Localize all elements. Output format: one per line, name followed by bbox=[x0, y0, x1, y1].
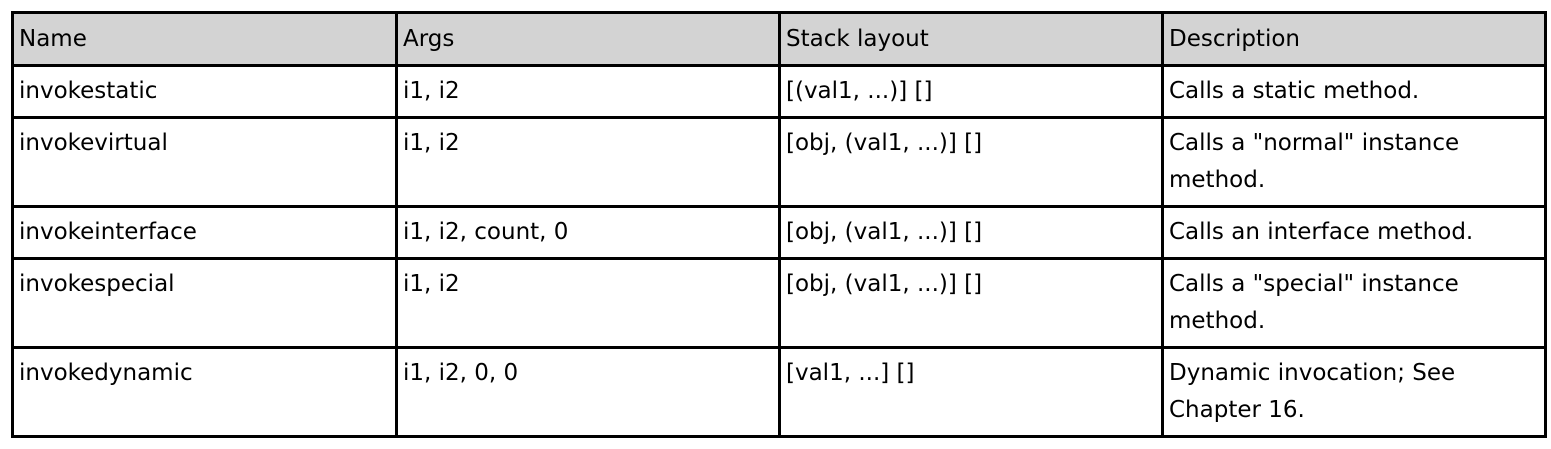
cell-stack-layout: [obj, (val1, ...)] [] bbox=[778, 116, 1164, 208]
column-header-args: Args bbox=[395, 11, 781, 67]
table-row: invokespecial i1, i2 [obj, (val1, ...)] … bbox=[11, 257, 1547, 349]
column-header-stack-layout: Stack layout bbox=[778, 11, 1164, 67]
cell-name: invokeinterface bbox=[11, 205, 398, 260]
cell-name: invokedynamic bbox=[11, 346, 398, 438]
cell-name: invokevirtual bbox=[11, 116, 398, 208]
cell-stack-layout: [obj, (val1, ...)] [] bbox=[778, 257, 1164, 349]
cell-description: Calls a "special" instance method. bbox=[1161, 257, 1547, 349]
cell-stack-layout: [(val1, ...)] [] bbox=[778, 64, 1164, 119]
cell-description: Dynamic invocation; See Chapter 16. bbox=[1161, 346, 1547, 438]
table-row: invokedynamic i1, i2, 0, 0 [val1, ...] [… bbox=[11, 346, 1547, 438]
cell-description: Calls a static method. bbox=[1161, 64, 1547, 119]
cell-args: i1, i2 bbox=[395, 64, 781, 119]
cell-args: i1, i2 bbox=[395, 257, 781, 349]
cell-stack-layout: [val1, ...] [] bbox=[778, 346, 1164, 438]
cell-args: i1, i2, 0, 0 bbox=[395, 346, 781, 438]
table-row: invokeinterface i1, i2, count, 0 [obj, (… bbox=[11, 205, 1547, 260]
cell-description: Calls an interface method. bbox=[1161, 205, 1547, 260]
table-row: invokestatic i1, i2 [(val1, ...)] [] Cal… bbox=[11, 64, 1547, 119]
invoke-instructions-table-wrapper: Name Args Stack layout Description invok… bbox=[11, 11, 1547, 438]
cell-stack-layout: [obj, (val1, ...)] [] bbox=[778, 205, 1164, 260]
cell-args: i1, i2, count, 0 bbox=[395, 205, 781, 260]
table-header: Name Args Stack layout Description bbox=[11, 11, 1547, 67]
table-row: invokevirtual i1, i2 [obj, (val1, ...)] … bbox=[11, 116, 1547, 208]
cell-description: Calls a "normal" instance method. bbox=[1161, 116, 1547, 208]
column-header-name: Name bbox=[11, 11, 398, 67]
invoke-instructions-table: Name Args Stack layout Description invok… bbox=[11, 11, 1547, 438]
table-body: invokestatic i1, i2 [(val1, ...)] [] Cal… bbox=[11, 64, 1547, 438]
cell-args: i1, i2 bbox=[395, 116, 781, 208]
cell-name: invokestatic bbox=[11, 64, 398, 119]
header-row: Name Args Stack layout Description bbox=[11, 11, 1547, 67]
cell-name: invokespecial bbox=[11, 257, 398, 349]
column-header-description: Description bbox=[1161, 11, 1547, 67]
